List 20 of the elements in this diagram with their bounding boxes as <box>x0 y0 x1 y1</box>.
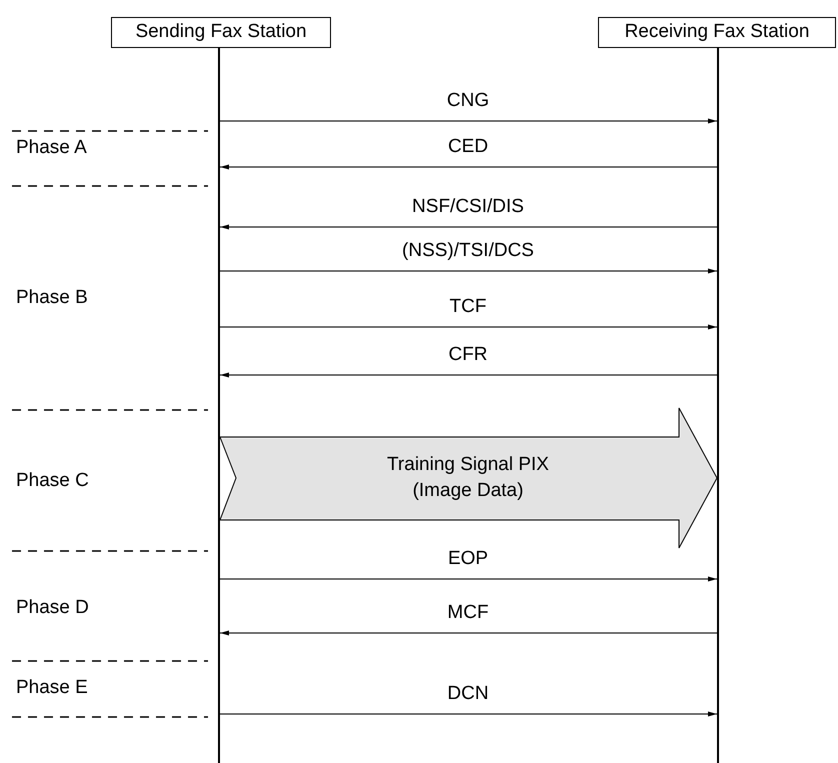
message-arrow <box>220 164 718 170</box>
phase-label: Phase C <box>16 470 89 492</box>
lifeline <box>717 48 719 763</box>
phase-label: Phase B <box>16 287 88 309</box>
phase-label: Phase A <box>16 137 87 159</box>
phase-label: Phase E <box>16 677 88 699</box>
station-box: Receiving Fax Station <box>598 17 836 48</box>
phase-label: Phase D <box>16 597 89 619</box>
message-arrow <box>220 576 718 582</box>
message-arrow <box>220 712 718 716</box>
arrow-label: Training Signal PIX (Image Data) <box>386 453 550 503</box>
block-arrow <box>219 408 718 548</box>
message-arrow <box>220 118 718 124</box>
message-arrow <box>220 268 718 274</box>
lifeline <box>218 48 220 763</box>
message-arrow <box>220 630 718 636</box>
message-arrow <box>220 324 718 330</box>
message-arrow <box>220 224 718 230</box>
station-box: Sending Fax Station <box>111 17 331 48</box>
message-arrow <box>220 372 718 378</box>
